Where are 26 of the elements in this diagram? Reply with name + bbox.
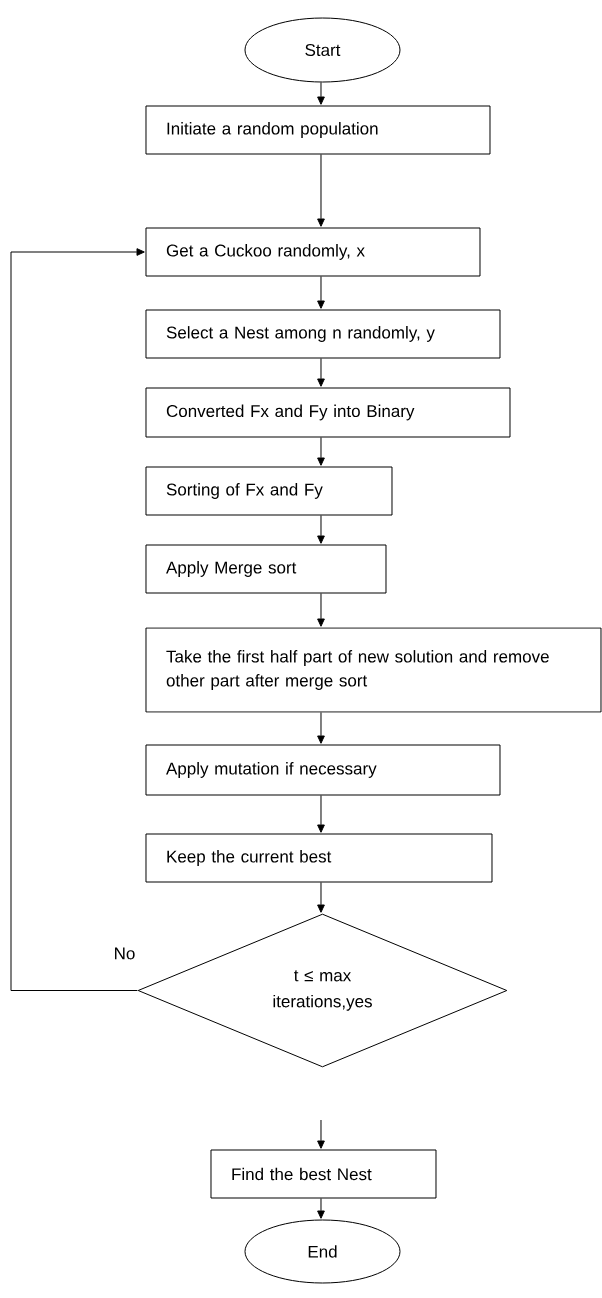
process-box: Select a Nest among n randomly, y: [145, 309, 501, 359]
terminal-oval: Start: [244, 17, 401, 83]
process-box: Apply mutation if necessary: [145, 744, 501, 796]
arrow: [10, 248, 145, 991]
arrow: [317, 593, 325, 627]
arrow: [317, 437, 325, 466]
arrow: [317, 154, 325, 227]
process-box: Get a Cuckoo randomly, x: [145, 227, 481, 277]
process-box: Find the best Nest: [210, 1149, 437, 1199]
arrow: [317, 1198, 325, 1219]
process-box: Take the first half part of new solution and remove other part after merge sort: [145, 627, 602, 713]
process-box: Apply Merge sort: [145, 544, 387, 594]
process-box: Sorting of Fx and Fy: [145, 466, 393, 516]
arrow: [317, 82, 325, 105]
process-box: Keep the current best: [145, 833, 493, 883]
arrow: [317, 358, 325, 387]
arrow: [317, 515, 325, 544]
arrow: [317, 276, 325, 309]
arrow: [317, 712, 325, 744]
arrow: [317, 882, 325, 913]
process-box: Converted Fx and Fy into Binary: [145, 387, 511, 438]
process-box: Initiate a random population: [145, 105, 491, 155]
edge-label: No: [112, 946, 137, 961]
arrow: [317, 1119, 325, 1149]
arrow: [317, 795, 325, 833]
terminal-oval: End: [244, 1219, 401, 1284]
